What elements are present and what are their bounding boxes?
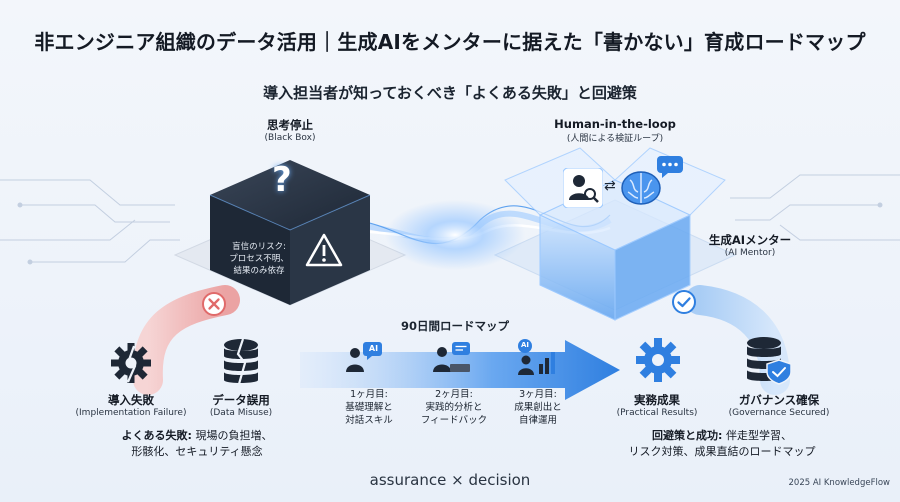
chat-bubble-icon <box>657 156 683 178</box>
risk-line-3: 結果のみ依存 <box>233 266 285 276</box>
month1-line2: 基礎理解と <box>345 402 393 413</box>
page-title: 非エンジニア組織のデータ活用｜生成AIをメンターに据えた「書かない」育成ロードマ… <box>34 30 866 54</box>
failure-x-icon <box>202 292 226 316</box>
failure-1-subtitle: (Implementation Failure) <box>75 408 187 418</box>
exchange-arrows-icon: ⇄ <box>604 178 616 194</box>
month1-text: 1ヶ月目: 基礎理解と 対話スキル <box>334 388 404 427</box>
month3-line1: 3ヶ月目: <box>519 389 557 400</box>
month2-line3: フィードバック <box>420 415 488 426</box>
page-subtitle: 導入担当者が知っておくべき「よくある失敗」と回避策 <box>263 84 637 102</box>
failure-note-prefix: よくある失敗: <box>121 429 192 442</box>
mentor-subtitle: (AI Mentor) <box>724 248 776 258</box>
failure-1-title: 導入失敗 <box>108 393 154 407</box>
success-1-label: 実務成果 (Practical Results) <box>598 392 716 418</box>
black-box-label: 思考停止 (Black Box) <box>220 117 360 143</box>
success-1-title: 実務成果 <box>634 393 680 407</box>
success-note-line2: リスク対策、成果直結のロードマップ <box>628 445 816 458</box>
brand-right: decision <box>468 471 531 489</box>
success-note: 回避策と成功: 伴走型学習、 リスク対策、成果直結のロードマップ <box>602 428 842 460</box>
failure-note: よくある失敗: 現場の負担増、 形骸化、セキュリティ懸念 <box>82 428 312 460</box>
black-box-subtitle: (Black Box) <box>264 133 316 143</box>
month1-person-ai-icon <box>346 342 382 372</box>
brand-x: × <box>451 471 464 489</box>
human-loop-label: Human-in-the-loop (人間による検証ループ) <box>530 117 700 144</box>
failure-2-label: データ誤用 (Data Misuse) <box>188 392 294 418</box>
success-check-icon <box>672 290 696 314</box>
failure-note-line2: 形骸化、セキュリティ懸念 <box>131 445 263 458</box>
circuit-lines-left <box>0 179 180 265</box>
warning-icon <box>305 233 343 267</box>
success-2-title: ガバナンス確保 <box>738 393 820 407</box>
success-note-line1: 伴走型学習、 <box>722 429 792 442</box>
brain-icon <box>621 171 661 205</box>
month3-line3: 自律運用 <box>518 415 557 426</box>
failure-note-line1: 現場の負担増、 <box>191 429 273 442</box>
human-loop-subtitle: (人間による検証ループ) <box>566 134 664 144</box>
brand-left: assurance <box>369 471 447 489</box>
risk-line-1: 盲信のリスク: <box>232 242 286 252</box>
success-2-subtitle: (Governance Secured) <box>728 408 830 418</box>
month3-person-growth-icon <box>518 339 555 375</box>
mentor-title: 生成AIメンター <box>708 233 792 247</box>
success-2-label: ガバナンス確保 (Governance Secured) <box>712 392 846 418</box>
black-box-title: 思考停止 <box>267 118 313 132</box>
month3-text: 3ヶ月目: 成果創出と 自律運用 <box>502 388 574 427</box>
footer-brand: assurance × decision <box>340 471 560 489</box>
month3-line2: 成果創出と <box>514 402 562 413</box>
gear-icon <box>636 338 680 382</box>
failure-2-title: データ誤用 <box>212 393 270 407</box>
broken-gear-icon <box>111 343 151 383</box>
month1-line1: 1ヶ月目: <box>350 389 388 400</box>
month3-ai-badge: AI <box>520 341 530 349</box>
month1-line3: 対話スキル <box>345 415 393 426</box>
month2-text: 2ヶ月目: 実践的分析と フィードバック <box>412 388 496 427</box>
month1-ai-badge: AI <box>368 344 379 353</box>
person-search-icon <box>563 168 603 208</box>
black-box-risk: 盲信のリスク: プロセス不明、 結果のみ依存 <box>218 241 300 277</box>
mentor-label: 生成AIメンター (AI Mentor) <box>690 232 810 258</box>
month2-person-laptop-icon <box>433 342 470 372</box>
roadmap-title: 90日間ロードマップ <box>400 319 509 333</box>
failure-1-label: 導入失敗 (Implementation Failure) <box>66 392 196 418</box>
month2-line2: 実践的分析と <box>425 402 483 413</box>
broken-database-icon <box>224 338 258 385</box>
question-mark-icon: ? <box>272 160 292 200</box>
human-loop-title: Human-in-the-loop <box>554 117 676 131</box>
secure-database-icon <box>747 337 792 385</box>
copyright: 2025 AI KnowledgeFlow <box>788 478 891 488</box>
risk-line-2: プロセス不明、 <box>229 254 289 264</box>
success-note-prefix: 回避策と成功: <box>652 429 723 442</box>
success-1-subtitle: (Practical Results) <box>616 408 698 418</box>
failure-2-subtitle: (Data Misuse) <box>209 408 273 418</box>
black-box-graphic <box>209 160 371 305</box>
month2-line1: 2ヶ月目: <box>435 389 473 400</box>
circuit-lines-right <box>730 174 900 241</box>
